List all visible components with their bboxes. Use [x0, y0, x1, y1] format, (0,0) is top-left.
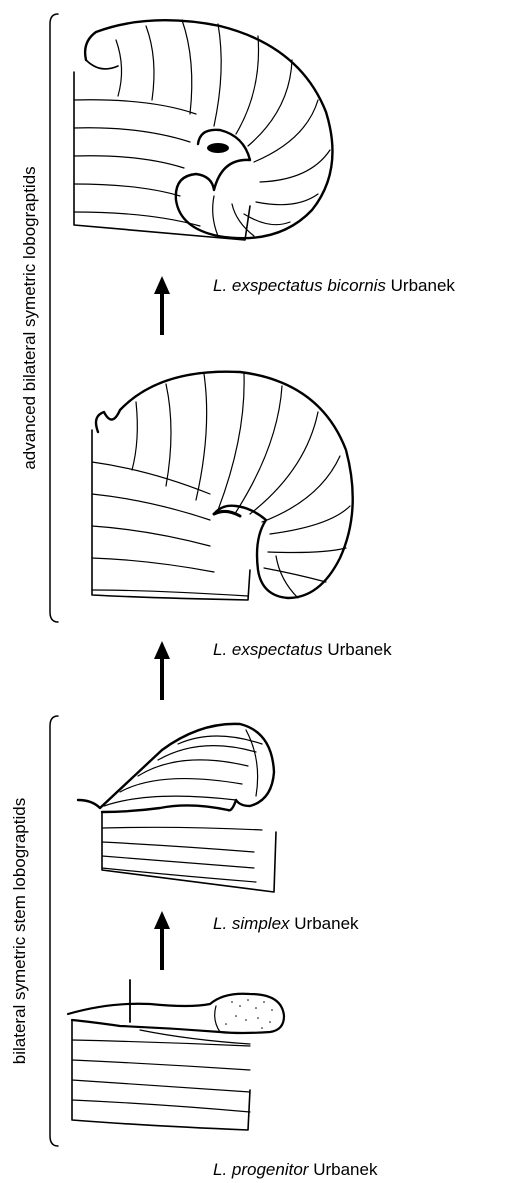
author-name: Urbanek: [327, 640, 391, 659]
caption-exspectatus: L. exspectatus Urbanek: [213, 640, 392, 660]
caption-simplex: L. simplex Urbanek: [213, 914, 359, 934]
author-name: Urbanek: [391, 276, 455, 295]
species-name: L. exspectatus: [213, 640, 323, 659]
author-name: Urbanek: [294, 914, 358, 933]
author-name: Urbanek: [313, 1160, 377, 1179]
illustration-progenitor: [68, 980, 284, 1130]
arrow-up-icon: [154, 276, 170, 335]
caption-progenitor: L. progenitor Urbanek: [213, 1160, 377, 1180]
species-name: L. progenitor: [213, 1160, 308, 1179]
arrow-up-icon: [154, 911, 170, 970]
arrow-up-icon: [154, 641, 170, 700]
species-name: L. exspectatus bicornis: [213, 276, 386, 295]
group-label-stem: bilateral symetric stem lobograptids: [10, 771, 30, 1091]
illustration-simplex: [78, 724, 276, 892]
caption-exspectatus-bicornis: L. exspectatus bicornis Urbanek: [213, 276, 455, 296]
bracket-stem: [50, 716, 58, 1146]
group-label-advanced: advanced bilateral symetric lobograptids: [20, 148, 40, 488]
illustration-exspectatus: [92, 372, 353, 600]
species-name: L. simplex: [213, 914, 290, 933]
illustration-exspectatus-bicornis: [74, 20, 332, 240]
bracket-advanced: [50, 14, 58, 622]
